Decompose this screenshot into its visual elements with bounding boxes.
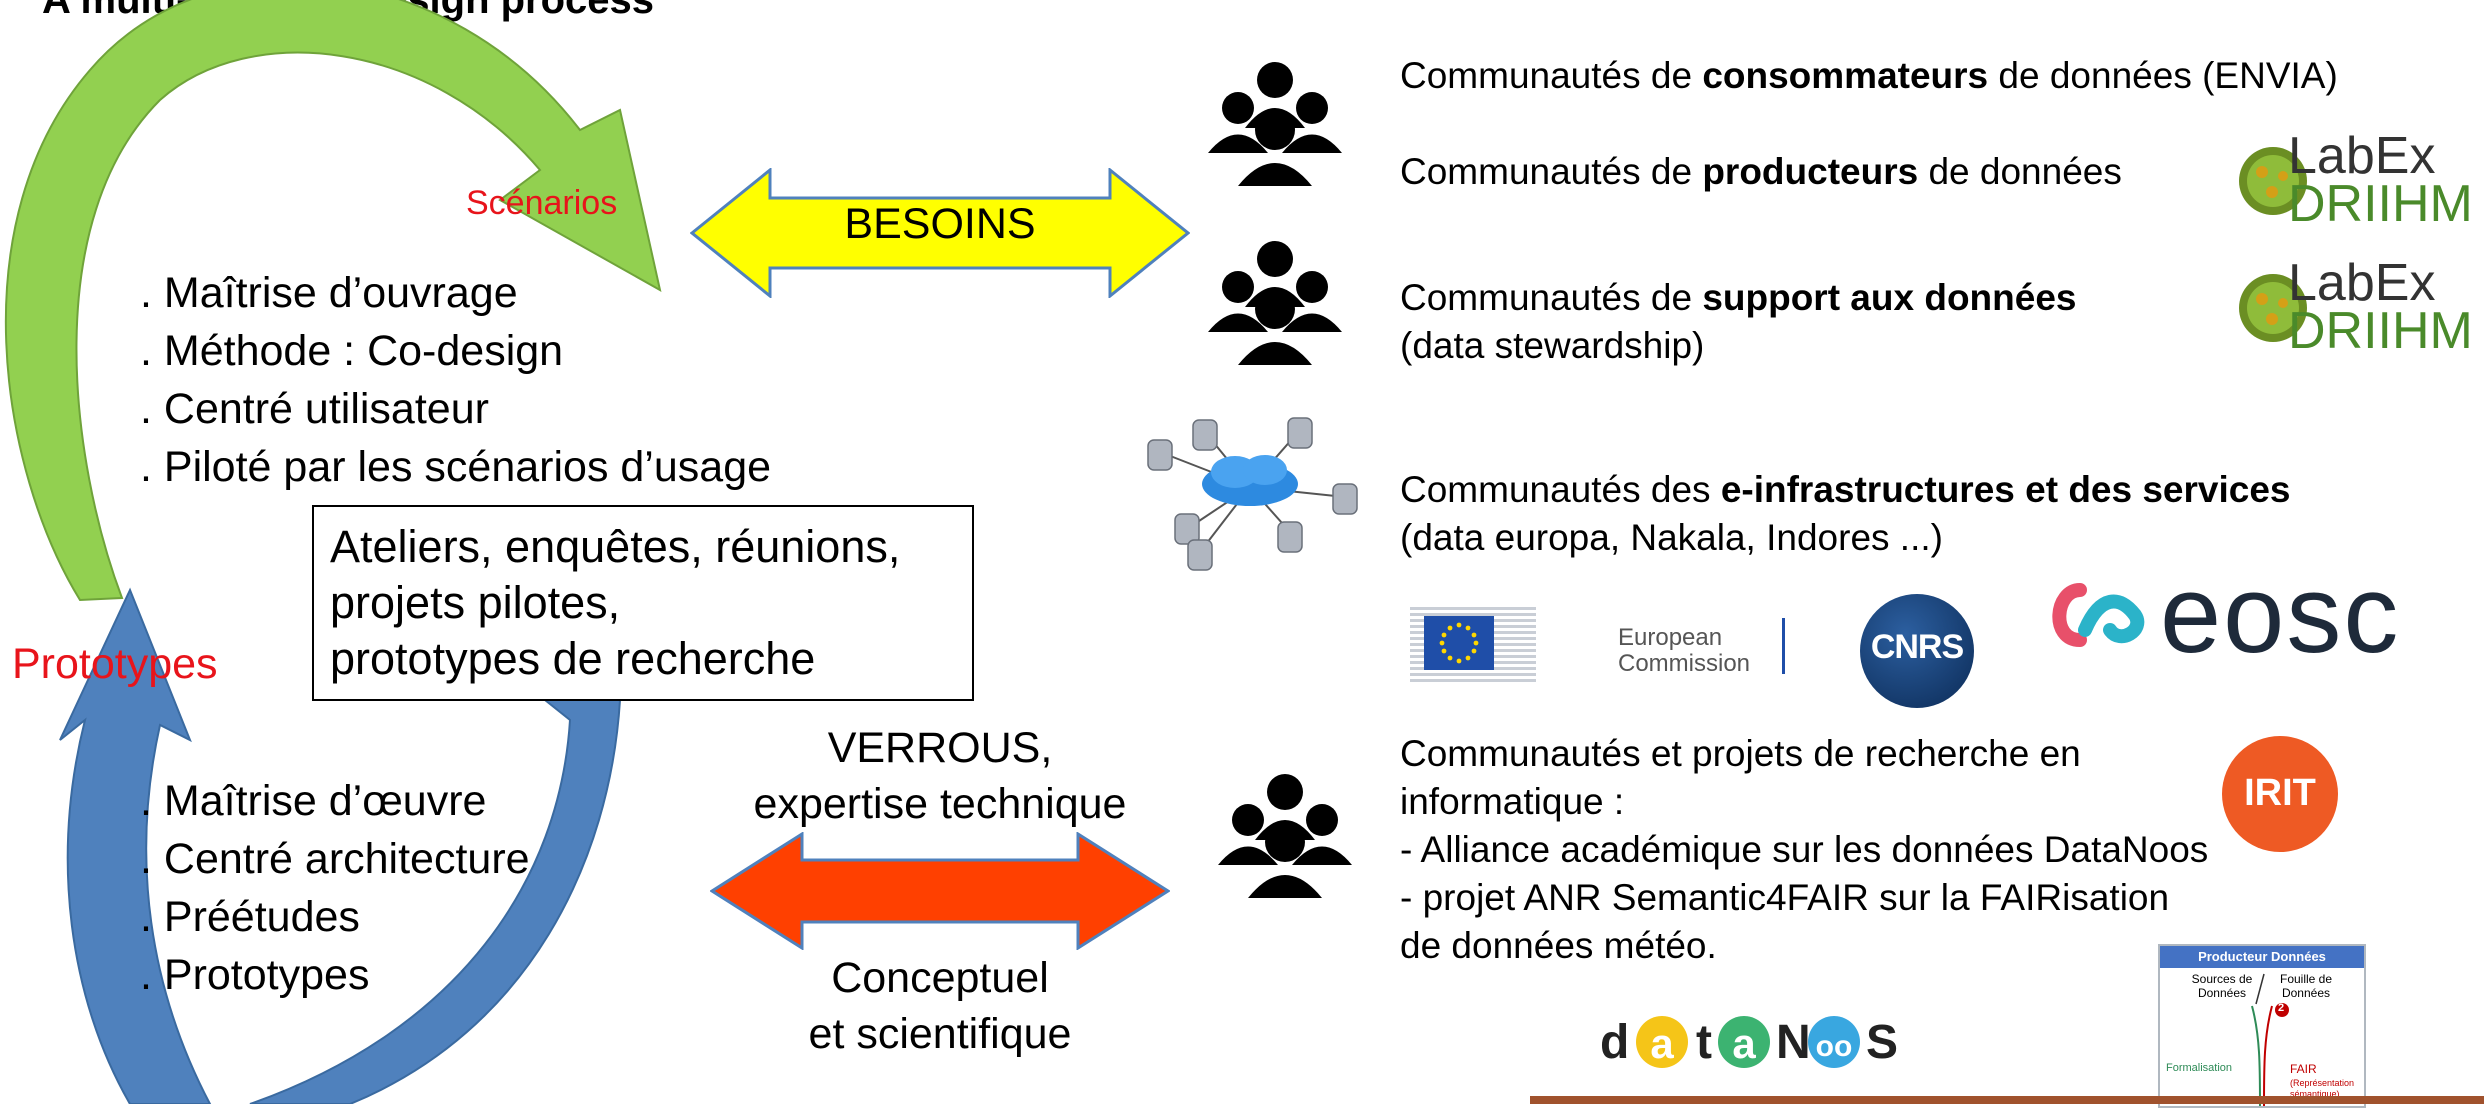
- virus-icon: [2239, 147, 2307, 215]
- svg-text:t: t: [1696, 1016, 1712, 1069]
- svg-text:S: S: [1866, 1016, 1898, 1069]
- methods-box: Ateliers, enquêtes, réunions, projets pi…: [312, 505, 974, 701]
- verrous-line: VERROUS,: [827, 724, 1053, 772]
- verrous-label: VERROUS, expertise technique: [720, 720, 1160, 832]
- eu-flag-icon: [1424, 616, 1494, 670]
- footer-bar: [1530, 1096, 2484, 1104]
- methods-line: projets pilotes,: [330, 577, 621, 628]
- verrous-arrow: [710, 832, 1170, 950]
- support-block: Communautés de support aux données (data…: [1400, 277, 2077, 366]
- virus-icon: [2239, 274, 2307, 342]
- labex-driihm-logo: LabEx DRIIHM: [2228, 127, 2473, 238]
- conceptuel-line: Conceptuel: [831, 954, 1049, 1002]
- irit-logo: IRIT: [2222, 736, 2338, 852]
- people-group-icon: [1218, 774, 1352, 898]
- svg-text:oo: oo: [1816, 1030, 1853, 1063]
- moa-item: . Piloté par les scénarios d’usage: [140, 443, 772, 491]
- consumers-line: Communautés de consommateurs de données …: [1400, 55, 2338, 96]
- eosc-wordmark: eosc: [2160, 553, 2401, 676]
- cloud-network-icon: [1147, 417, 1358, 571]
- research-block: Communautés et projets de recherche en i…: [1400, 733, 2209, 966]
- people-group-icon: [1208, 241, 1342, 365]
- verrous-line: expertise technique: [753, 780, 1127, 828]
- scenarios-label: Scénarios: [466, 184, 618, 222]
- fair-funnel-lines: [2251, 973, 2289, 1106]
- moe-item: . Préétudes: [140, 893, 360, 941]
- infra-block: Communautés des e-infrastructures et des…: [1400, 469, 2291, 558]
- moa-list: . Maîtrise d’ouvrage . Méthode : Co-desi…: [140, 264, 771, 496]
- moe-item: . Maîtrise d’œuvre: [140, 777, 487, 825]
- besoins-arrow: [690, 168, 1190, 298]
- eosc-logo: [2052, 583, 2145, 647]
- methods-line: prototypes de recherche: [330, 633, 816, 684]
- cycle-arrows: [4, 0, 662, 1104]
- conceptuel-line: et scientifique: [808, 1010, 1072, 1058]
- besoins-label: BESOINS: [844, 200, 1036, 248]
- conceptuel-label: Conceptuel et scientifique: [720, 950, 1160, 1062]
- moe-item: . Prototypes: [140, 951, 370, 999]
- cnrs-logo: CNRS: [1860, 594, 1974, 708]
- svg-text:N: N: [1776, 1016, 1811, 1069]
- producers-line: Communautés de producteurs de données: [1400, 151, 2122, 192]
- green-cycle-arrow: [4, 0, 662, 602]
- blue-cycle-arrow: [249, 699, 640, 1104]
- moa-item: . Maîtrise d’ouvrage: [140, 269, 518, 317]
- moe-item: . Centré architecture: [140, 835, 530, 883]
- fair-diagram: Producteur Données Sources de Données Fo…: [2158, 944, 2366, 1108]
- blue-cycle-arrow-tail: [59, 587, 212, 1104]
- methods-line: Ateliers, enquêtes, réunions,: [330, 521, 901, 572]
- svg-text:d: d: [1600, 1016, 1629, 1069]
- prototypes-label: Prototypes: [12, 640, 218, 688]
- labex-driihm-logo: LabEx DRIIHM: [2228, 254, 2473, 365]
- european-commission-logo: European Commission: [1410, 604, 1790, 682]
- svg-text:a: a: [1650, 1020, 1674, 1067]
- svg-text:a: a: [1732, 1020, 1756, 1067]
- datanoos-logo: d a t a N oo S: [1600, 1016, 1898, 1069]
- people-group-icon: [1208, 62, 1342, 186]
- moe-list: . Maîtrise d’œuvre . Centré architecture…: [140, 772, 530, 1004]
- moa-item: . Méthode : Co-design: [140, 327, 564, 375]
- moa-item: . Centré utilisateur: [140, 385, 489, 433]
